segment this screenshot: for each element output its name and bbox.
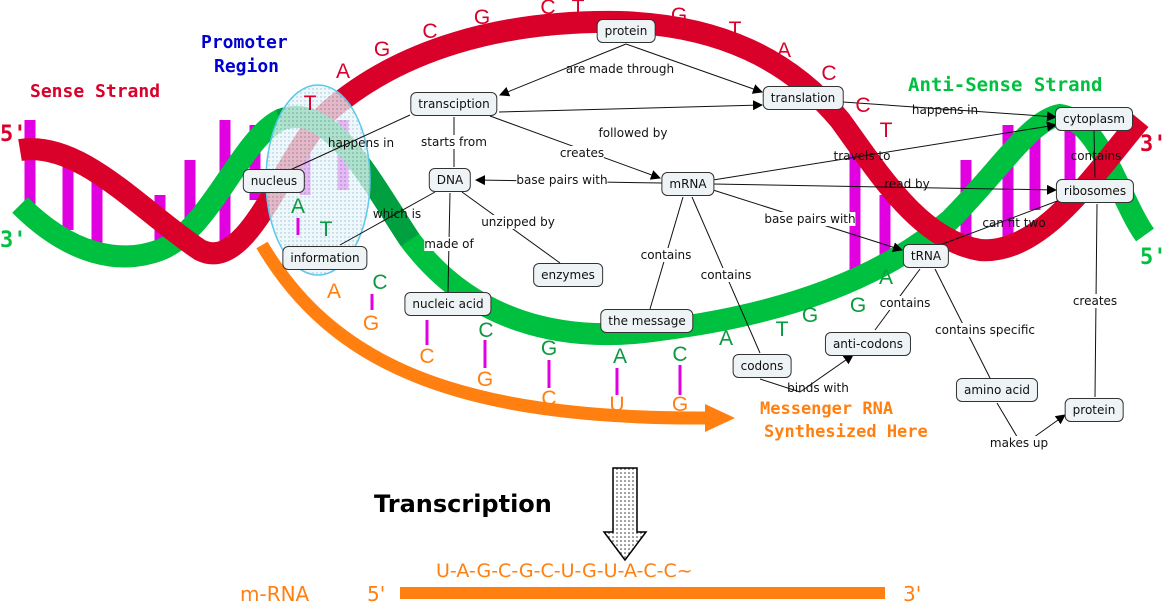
node-transcription[interactable]: transciption — [410, 92, 498, 116]
transcription-down-arrow — [602, 467, 648, 562]
five-prime-left: 5' — [0, 122, 27, 147]
node-anti-codons[interactable]: anti-codons — [824, 332, 912, 356]
antisense-base: A — [718, 327, 734, 350]
mrna-base: G — [476, 368, 494, 391]
messenger-rna-label-1: Messenger RNA — [760, 399, 894, 419]
sense-base: C — [540, 0, 556, 19]
link-label: base pairs with — [764, 212, 856, 226]
node-dna[interactable]: DNA — [428, 168, 472, 192]
mrna-strand-bar — [400, 587, 885, 599]
sense-base: G — [373, 38, 391, 61]
sense-base: A — [335, 60, 351, 83]
link-label: binds with — [787, 381, 849, 395]
sense-base: T — [728, 18, 742, 41]
three-prime-left: 3' — [0, 228, 27, 253]
mrna-base: G — [671, 393, 689, 416]
antisense-base: G — [801, 304, 819, 327]
node-protein-bottom[interactable]: protein — [1064, 398, 1124, 422]
sense-base: T — [879, 119, 893, 142]
link-label: followed by — [598, 126, 668, 140]
mrna-label: m-RNA — [240, 582, 310, 603]
link-label: makes up — [989, 436, 1049, 450]
mrna-base: C — [541, 387, 557, 410]
mrna-three-prime: 3' — [903, 582, 922, 603]
link-label: contains specific — [935, 323, 1035, 337]
sense-strand-label: Sense Strand — [30, 81, 161, 102]
node-amino-acid[interactable]: amino acid — [955, 378, 1039, 402]
sense-base: A — [776, 39, 792, 62]
three-prime-right: 3' — [1140, 132, 1166, 157]
antisense-base: G — [849, 294, 867, 317]
mrna-rungs — [296, 218, 682, 395]
link-label: contains — [700, 268, 752, 282]
antisense-base: C — [478, 319, 494, 342]
antisense-base: C — [372, 271, 388, 294]
mrna-synthesis-arrow — [256, 241, 711, 425]
promoter-label-1: Promoter — [201, 32, 288, 53]
node-translation[interactable]: translation — [762, 86, 844, 110]
node-nucleus[interactable]: nucleus — [242, 169, 306, 193]
sense-base: C — [821, 62, 837, 85]
link-label: creates — [1072, 294, 1118, 308]
link-label: contains — [640, 248, 692, 262]
node-cytoplasm[interactable]: cytoplasm — [1055, 107, 1133, 131]
node-trna[interactable]: tRNA — [902, 244, 950, 268]
sense-base: T — [571, 0, 585, 19]
five-prime-right: 5' — [1140, 245, 1166, 270]
antisense-strand — [12, 103, 1155, 346]
mrna-base: C — [419, 345, 435, 368]
node-the-message[interactable]: the message — [600, 309, 694, 333]
node-codons[interactable]: codons — [732, 354, 792, 378]
antisense-base: C — [672, 343, 688, 366]
link-label: unzipped by — [481, 215, 555, 229]
link-label: base pairs with — [516, 173, 608, 187]
link-label: happens in — [911, 103, 979, 117]
node-enzymes[interactable]: enzymes — [533, 263, 603, 287]
antisense-base: A — [290, 195, 306, 218]
mrna-base: U — [609, 393, 625, 416]
link-label: contains — [1070, 149, 1122, 163]
node-protein-top[interactable]: protein — [596, 19, 656, 43]
link-label: contains — [879, 296, 931, 310]
mrna-base: A — [326, 280, 342, 303]
node-ribosomes[interactable]: ribosomes — [1055, 179, 1135, 203]
link-label: read by — [884, 177, 930, 191]
sense-base: C — [422, 20, 438, 43]
mrna-five-prime: 5' — [367, 582, 386, 603]
sense-base: G — [473, 6, 491, 29]
link-label: are made through — [565, 62, 675, 76]
antisense-base: G — [540, 337, 558, 360]
link-label: made of — [424, 237, 474, 251]
sense-base: G — [670, 4, 688, 27]
antisense-strand-label: Anti-Sense Strand — [908, 74, 1103, 96]
antisense-base: T — [775, 318, 789, 341]
mrna-sequence: U-A-G-C-G-C-U-G-U-A-C-C~ — [436, 560, 693, 582]
link-label: can fit two — [982, 216, 1046, 230]
antisense-base: A — [878, 266, 894, 289]
mrna-base: G — [362, 312, 380, 335]
antisense-base: T — [319, 218, 333, 241]
link-label: which is — [372, 207, 422, 221]
sense-base: T — [303, 92, 317, 115]
link-label: happens in — [327, 136, 395, 150]
link-label: travels to — [833, 149, 891, 163]
mrna-arrowhead — [705, 404, 735, 432]
antisense-base: A — [612, 345, 628, 368]
node-nucleic-acid[interactable]: nucleic acid — [404, 292, 492, 316]
link-label: creates — [559, 146, 605, 160]
link-label: starts from — [421, 135, 487, 149]
node-information[interactable]: information — [282, 246, 368, 270]
messenger-rna-label-2: Synthesized Here — [764, 422, 928, 442]
transcription-title: Transcription — [374, 490, 552, 518]
promoter-label-2: Region — [214, 56, 280, 77]
sense-base: C — [855, 94, 871, 117]
node-mrna[interactable]: mRNA — [661, 172, 715, 196]
